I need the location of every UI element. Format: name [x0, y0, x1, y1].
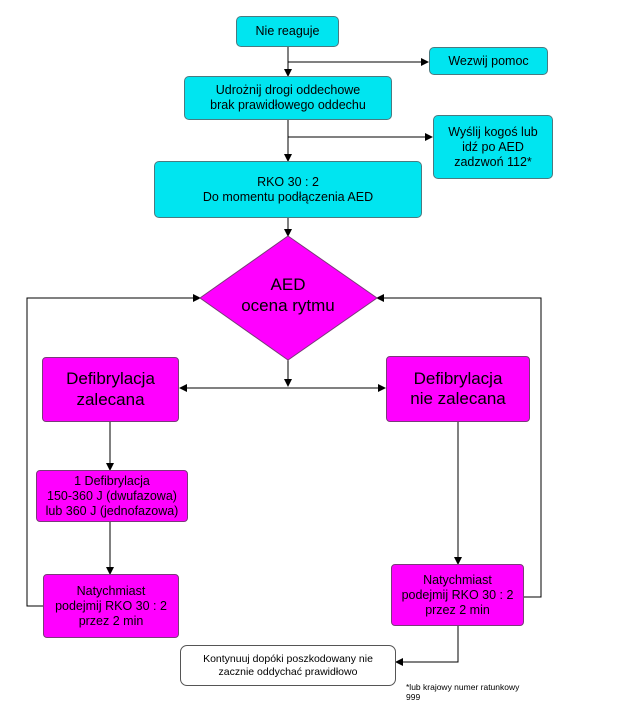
node-send-for-aed: Wyślij kogoś lub idź po AED zadzwoń 112* [433, 115, 553, 179]
node-continue: Kontynuuj dopóki poszkodowany nie zaczni… [180, 645, 396, 686]
footnote: *lub krajowy numer ratunkowy 999 [406, 682, 520, 703]
node-call-help: Wezwij pomoc [429, 47, 548, 75]
arrow-to-continue [395, 626, 459, 666]
arrow-left-loop [26, 294, 201, 607]
node-no-response: Nie reaguje [236, 16, 339, 47]
node-open-airway: Udrożnij drogi oddechowe brak prawidłowe… [184, 76, 392, 120]
aed-rhythm-label: AED ocena rytmu [241, 275, 335, 316]
arrow-right-loop [376, 294, 542, 598]
node-shock-advised: Defibrylacja zalecana [42, 357, 179, 422]
node-shock-not-advised: Defibrylacja nie zalecana [386, 356, 530, 422]
node-one-shock: 1 Defibrylacja 150-360 J (dwufazowa) lub… [36, 470, 188, 522]
node-cpr: RKO 30 : 2 Do momentu podłączenia AED [154, 161, 422, 218]
aed-rhythm-diamond [199, 235, 378, 361]
node-resume-cpr-right: Natychmiast podejmij RKO 30 : 2 przez 2 … [391, 564, 524, 626]
node-resume-cpr-left: Natychmiast podejmij RKO 30 : 2 przez 2 … [43, 574, 179, 638]
